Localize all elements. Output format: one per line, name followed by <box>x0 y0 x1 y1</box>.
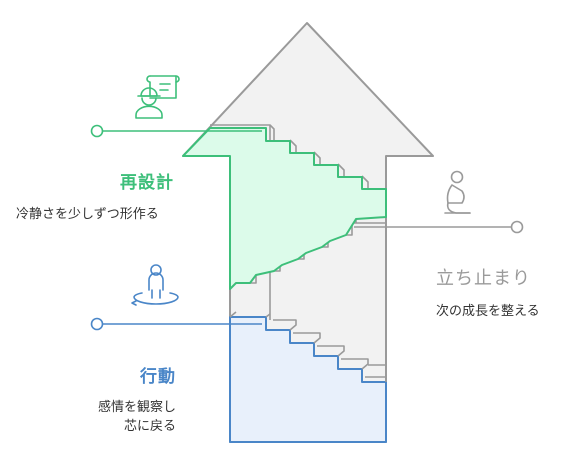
rest-connector-dot <box>510 220 524 234</box>
action-connector-dot <box>90 317 104 331</box>
engineer-with-blueprint-icon <box>135 75 180 119</box>
action-description-line-1: 感情を観察し <box>98 400 177 415</box>
rest-title: 立ち止まり <box>436 268 531 289</box>
redesign-connector-dot <box>90 124 104 138</box>
person-with-rotation-icon <box>131 264 179 306</box>
rest-description: 次の成長を整える <box>436 304 540 319</box>
kneeling-person-icon <box>444 170 471 214</box>
action-section <box>229 316 387 443</box>
redesign-title: 再設計 <box>120 173 174 193</box>
action-title: 行動 <box>140 367 176 387</box>
redesign-description: 冷静さを少しずつ形作る <box>16 207 159 222</box>
redesign-section <box>182 127 387 290</box>
action-description-line-2: 芯に戻る <box>124 419 177 434</box>
